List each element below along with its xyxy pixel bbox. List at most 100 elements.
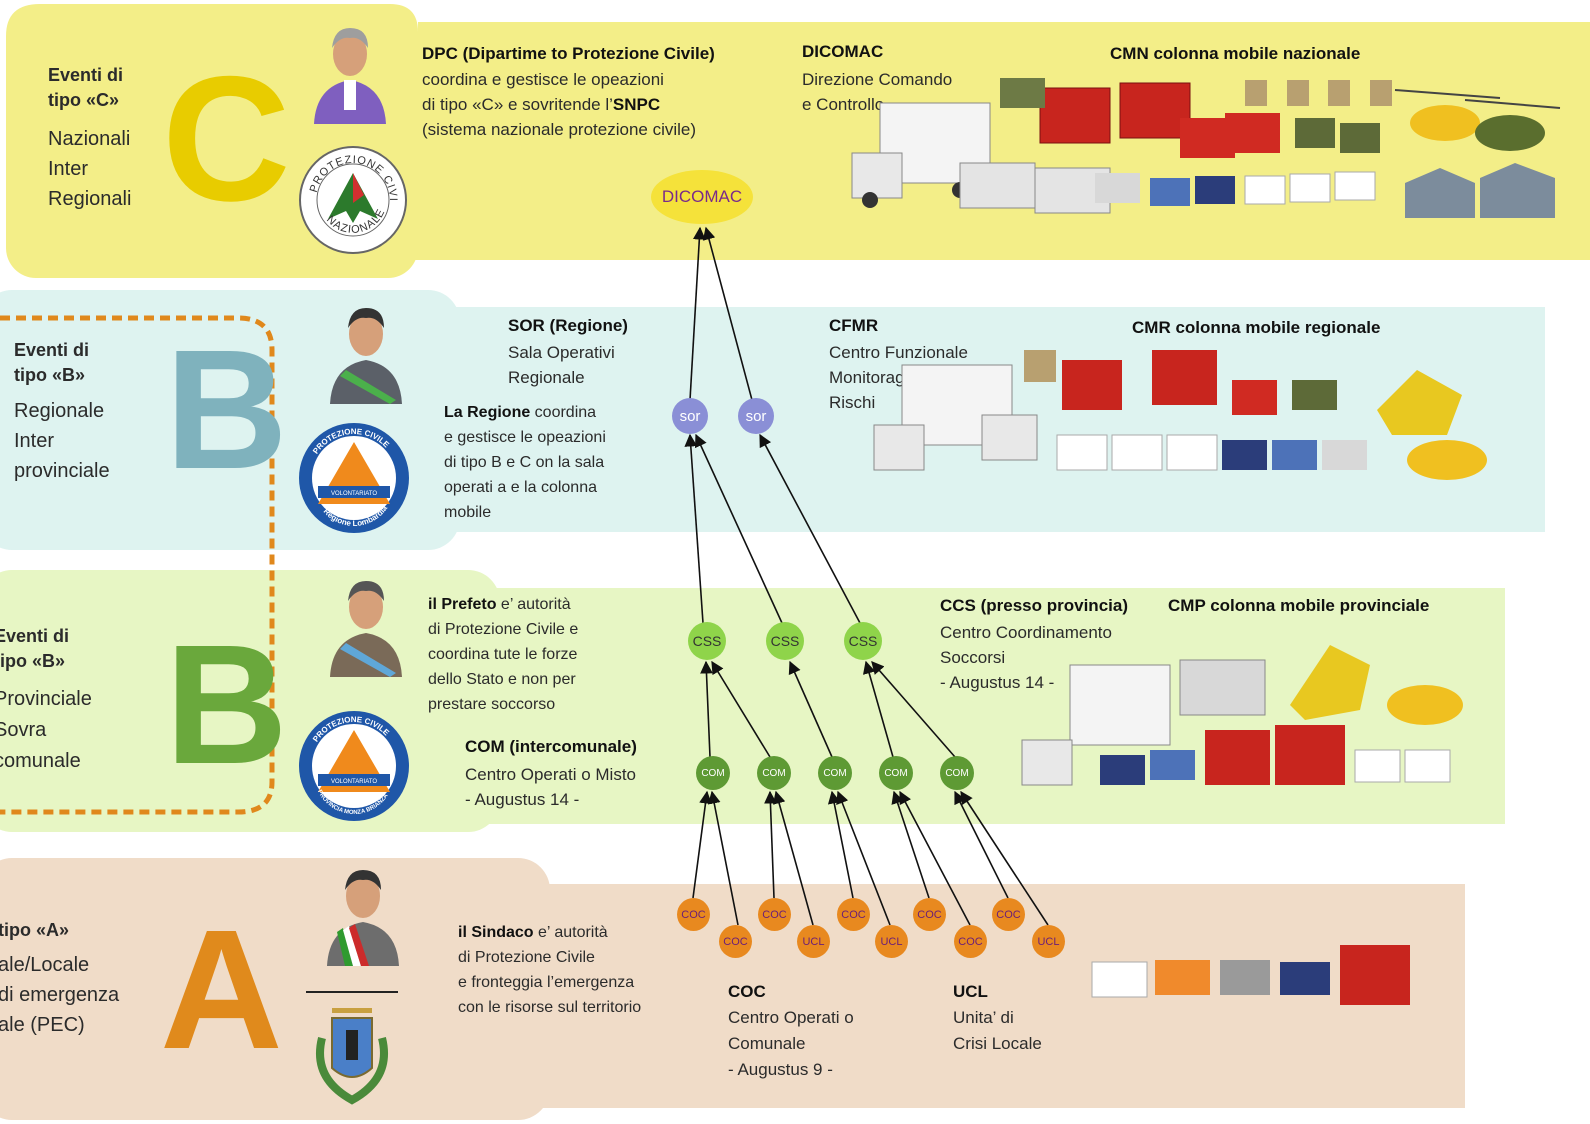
node-com: COM	[818, 756, 852, 790]
official-avatar-c	[314, 28, 386, 124]
level-c-title: Eventi di tipo «C»	[48, 65, 124, 110]
protezione-civile-lombardia-logo: VOLONTARIATO PROTEZIONE CIVILE Regione L…	[299, 423, 409, 533]
node-coc: COC	[992, 898, 1025, 931]
node-coc: COC	[758, 898, 791, 931]
node-ucl: UCL	[875, 925, 908, 958]
region-description: La Regione coordina e gestisce le opeazi…	[444, 404, 606, 521]
sindaco-description: il Sindaco e’ autorità di Protezione Civ…	[458, 924, 642, 1016]
svg-text:VOLONTARIATO: VOLONTARIATO	[331, 491, 377, 497]
node-sor: sor	[672, 398, 708, 434]
hangar-icon	[1405, 163, 1555, 218]
cmp-vehicles-illustration	[1021, 645, 1463, 786]
cmp-heading: CMP colonna mobile provinciale	[1168, 596, 1430, 615]
arrow-coc-to-com	[954, 790, 1009, 899]
cmr-heading: CMR colonna mobile regionale	[1132, 318, 1381, 337]
ucl-description: Unita’ di Crisi Locale	[953, 1008, 1042, 1053]
node-com: COM	[696, 756, 730, 790]
node-sor: sor	[738, 398, 774, 434]
node-com: COM	[757, 756, 791, 790]
fire-truck-icon	[1039, 82, 1280, 158]
level-b-provincial-scope: Provinciale Sovra comunale	[0, 688, 92, 772]
container-icon	[1024, 350, 1056, 382]
arrow-coc-to-com	[891, 790, 930, 899]
van-icon	[1100, 749, 1451, 785]
level-b-regional-letter: B	[165, 315, 288, 505]
node-coc: COC	[677, 898, 710, 931]
node-css: CSS	[688, 622, 726, 660]
arrow-com-to-css	[711, 660, 771, 758]
arrow-coc-to-com	[692, 790, 712, 899]
arrow-sor-to-dicomac	[689, 226, 706, 401]
fire-truck-icon	[1205, 725, 1345, 785]
node-coc: COC	[837, 898, 870, 931]
coc-heading: COC	[728, 982, 766, 1001]
arrow-css-to-sor	[684, 433, 704, 624]
arrow-coc-to-com	[772, 790, 814, 926]
level-a-title: tipo «A»	[0, 920, 70, 940]
cmn-heading: CMN colonna mobile nazionale	[1110, 44, 1361, 63]
dashed-bracket	[0, 315, 275, 815]
official-avatar-b-provincial	[330, 581, 402, 677]
arrow-com-to-css	[788, 660, 833, 758]
ccs-description: Centro Coordinamento Soccorsi - Augustus…	[940, 623, 1112, 692]
node-ucl: UCL	[797, 925, 830, 958]
van-icon	[959, 162, 1376, 214]
dpc-heading: DPC (Dipartime to Protezione Civile)	[422, 44, 715, 63]
arrow-sor-to-dicomac	[702, 226, 753, 401]
node-coc: COC	[913, 898, 946, 931]
ucl-heading: UCL	[953, 982, 988, 1001]
level-c-scope: Nazionali Inter Regionali	[48, 128, 132, 210]
node-ucl: UCL	[1032, 925, 1065, 958]
van-icon	[1056, 434, 1367, 471]
cmr-vehicles-illustration	[873, 350, 1487, 480]
cmn-vehicles-illustration	[851, 78, 1561, 218]
arrow-css-to-sor	[694, 433, 783, 624]
dpc-description: coordina e gestisce le opeazioni di tipo…	[422, 70, 697, 139]
container-icon	[1245, 80, 1392, 106]
dicomac-description: Direzione Comando e Controllo	[802, 70, 953, 114]
level-c-letter: C	[162, 39, 291, 238]
svg-text:VOLONTARIATO: VOLONTARIATO	[331, 779, 377, 785]
truck-icon	[1021, 664, 1171, 786]
level-b-regional-title: Eventi di tipo «B»	[14, 340, 90, 385]
military-vehicle-icon	[1292, 380, 1337, 410]
level-a-scope: ale/Locale di emergenza ale (PEC)	[0, 954, 120, 1036]
military-vehicle-icon	[1000, 78, 1380, 153]
ambulance-icon	[1091, 961, 1148, 998]
arrow-com-to-css	[862, 660, 894, 758]
cfmr-heading: CFMR	[829, 316, 879, 335]
node-com: COM	[940, 756, 974, 790]
com-heading: COM (intercomunale)	[465, 737, 637, 756]
sor-heading: SOR (Regione)	[508, 316, 628, 335]
level-a-letter: A	[160, 895, 283, 1085]
arrow-coc-to-com	[827, 790, 854, 899]
jeep-icon	[1220, 960, 1270, 995]
bulldozer-icon	[1290, 645, 1370, 720]
band-level-a	[0, 858, 550, 1120]
com-description: Centro Operati o Misto - Augustus 14 -	[465, 765, 637, 809]
arrow-coc-to-com	[960, 790, 1049, 926]
dicomac-heading: DICOMAC	[802, 42, 884, 61]
node-dicomac: DICOMAC	[651, 170, 753, 224]
arrow-coc-to-com	[764, 790, 777, 899]
prefetto-description: il Prefeto e’ autorità di Protezione Civ…	[428, 596, 579, 713]
fire-truck-icon	[1340, 945, 1410, 1005]
helicopter-icon	[1394, 89, 1561, 151]
node-com: COM	[879, 756, 913, 790]
fire-truck-icon	[1062, 350, 1277, 415]
arrow-coc-to-com	[899, 790, 971, 926]
node-css: CSS	[844, 622, 882, 660]
municipal-vehicles-illustration	[1091, 945, 1410, 1005]
van-icon	[1155, 960, 1210, 995]
police-car-icon	[1280, 962, 1330, 995]
arrow-com-to-css	[871, 661, 956, 758]
node-coc: COC	[719, 925, 752, 958]
level-b-provincial-title: Eventi di tipo «B»	[0, 626, 70, 671]
arrow-coc-to-com	[707, 790, 739, 926]
protezione-civile-monza-brianza-logo: VOLONTARIATO PROTEZIONE CIVILE PROVINCIA…	[299, 711, 409, 821]
bulldozer-icon	[1377, 370, 1462, 435]
mayor-avatar	[327, 870, 399, 966]
node-coc: COC	[954, 925, 987, 958]
level-b-provincial-letter: B	[165, 610, 288, 800]
